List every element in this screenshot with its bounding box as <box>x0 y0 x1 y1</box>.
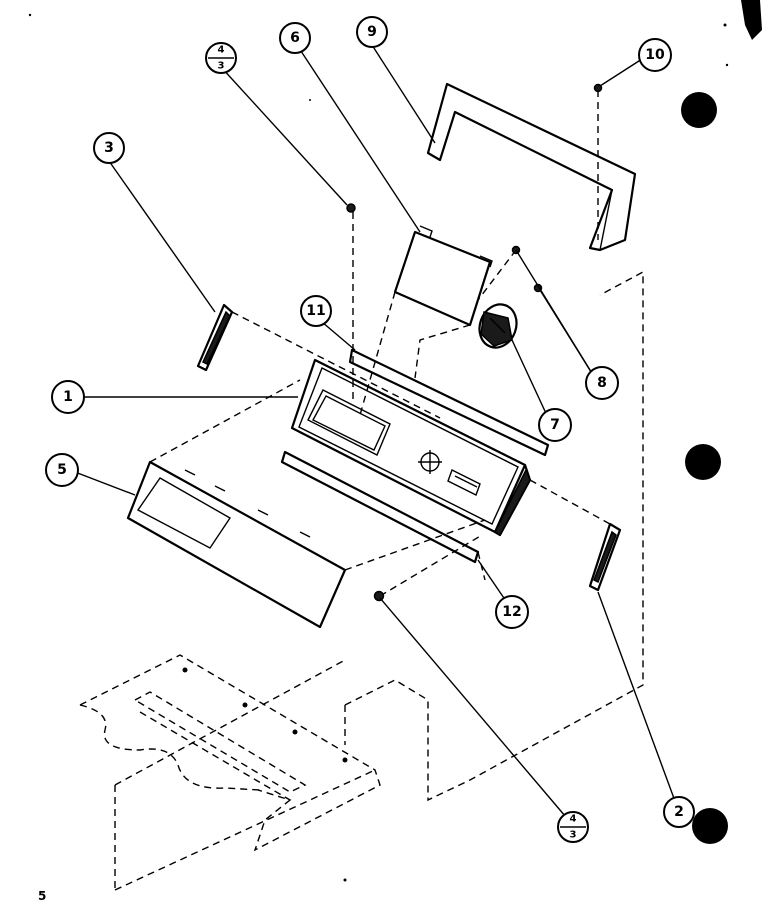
scan-specks <box>28 0 762 882</box>
callout-1-label: 1 <box>63 389 73 405</box>
strip-part <box>348 348 550 457</box>
callout-7-label: 7 <box>550 417 560 433</box>
page-number: 5 <box>38 889 46 903</box>
callout-4-3-top-denominator: 3 <box>218 61 225 72</box>
callout-3: 3 <box>93 132 125 164</box>
callout-4-3-top: 4 3 <box>205 42 237 74</box>
right-end-cap-part <box>588 522 622 592</box>
control-panel-part <box>290 358 532 537</box>
callout-11-label: 11 <box>306 303 325 319</box>
knob-part <box>478 303 518 349</box>
callout-8-label: 8 <box>597 375 607 391</box>
panel-insert-part <box>126 460 347 629</box>
callout-4-3-bottom: 4 3 <box>557 811 589 843</box>
callout-8: 8 <box>585 366 619 400</box>
callout-10: 10 <box>638 38 672 72</box>
callout-3-label: 3 <box>104 140 114 156</box>
small-plate-part <box>393 225 493 327</box>
assembly-lines <box>149 90 611 597</box>
cabinet-base-outline <box>79 270 644 891</box>
callout-6: 6 <box>279 22 311 54</box>
callout-4-3-bottom-numerator: 4 <box>570 814 577 825</box>
callout-9-label: 9 <box>367 24 377 40</box>
callout-4-3-top-numerator: 4 <box>218 45 225 56</box>
left-end-cap-part <box>196 303 234 372</box>
callout-12-label: 12 <box>502 604 521 620</box>
screws <box>346 83 603 602</box>
lower-trim-part <box>280 450 480 564</box>
callout-7: 7 <box>538 408 572 442</box>
callout-2: 2 <box>663 796 695 828</box>
callout-5: 5 <box>45 453 79 487</box>
leader-lines <box>74 41 680 824</box>
top-bracket-part <box>426 82 637 252</box>
callout-9: 9 <box>356 16 388 48</box>
callout-4-3-bottom-denominator: 3 <box>570 830 577 841</box>
callout-11: 11 <box>300 295 332 327</box>
callout-5-label: 5 <box>57 462 67 478</box>
callout-1: 1 <box>51 380 85 414</box>
binder-holes <box>681 92 728 844</box>
callout-10-label: 10 <box>645 47 665 63</box>
callout-2-label: 2 <box>674 804 684 820</box>
callout-12: 12 <box>495 595 529 629</box>
callout-6-label: 6 <box>290 30 300 46</box>
